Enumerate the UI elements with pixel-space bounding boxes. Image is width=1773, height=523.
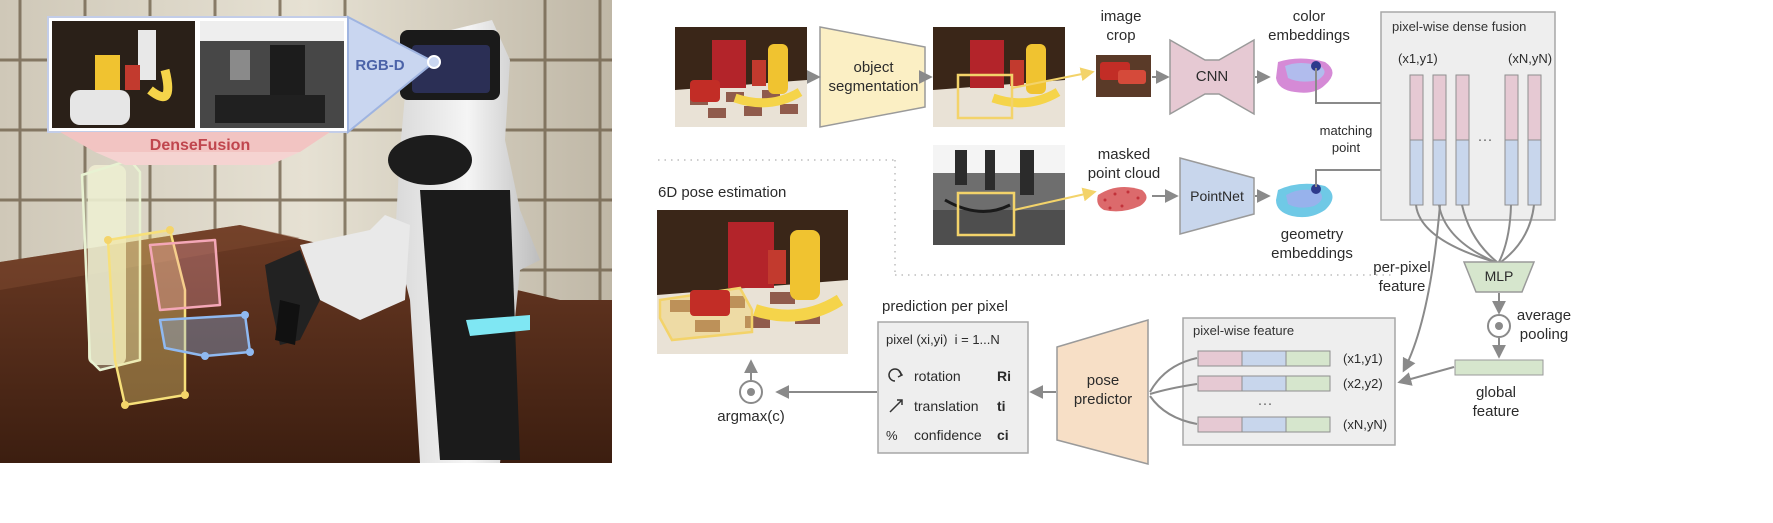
masked-point-cloud <box>1097 186 1147 212</box>
confidence-icon: % <box>886 428 898 443</box>
global-feature-bar <box>1454 359 1544 376</box>
confidence-label: confidence <box>914 427 982 443</box>
color-embedding-blob <box>1276 58 1333 93</box>
geometry-embedding-blob <box>1276 183 1333 218</box>
pose-estimation-title: 6D pose estimation <box>658 184 787 201</box>
pose-predictor-label: pose predictor <box>1073 372 1133 408</box>
pixel-feature-row2-label: (x2,y2) <box>1343 376 1383 391</box>
pixel-feature-rows <box>1197 350 1331 433</box>
pixel-feature-row1-label: (x1,y1) <box>1343 351 1383 366</box>
matching-point-label: matching point <box>1319 123 1373 155</box>
rgbd-label: RGB-D <box>355 57 405 74</box>
pose-predictor-block <box>1056 318 1149 465</box>
fusion-ellipsis: ··· <box>1477 131 1493 148</box>
average-pooling-label: average pooling <box>1516 307 1572 343</box>
segmented-image <box>933 27 1065 127</box>
densefusion-label: DenseFusion <box>149 137 251 154</box>
dense-fusion-title: pixel-wise dense fusion <box>1392 19 1527 34</box>
rotation-symbol: Ri <box>997 368 1011 384</box>
geometry-embeddings-label: geometry embeddings <box>1271 226 1353 262</box>
cnn-block <box>1169 38 1255 116</box>
fusion-last-column-label: (xN,yN) <box>1508 51 1553 66</box>
image-crop-label: image crop <box>1100 8 1142 44</box>
fusion-columns <box>1409 74 1542 206</box>
pose-output-image <box>657 210 848 354</box>
pointnet-block <box>1179 157 1255 235</box>
masked-point-cloud-label: masked point cloud <box>1087 146 1161 182</box>
translation-symbol: ti <box>997 398 1006 414</box>
pixel-feature-ellipsis: ··· <box>1257 395 1273 412</box>
pixel-feature-rowN-label: (xN,yN) <box>1343 417 1388 432</box>
prediction-panel <box>877 321 1029 454</box>
argmax-label: argmax(c) <box>717 408 785 425</box>
input-image <box>675 27 807 127</box>
per-pixel-feature-label: per-pixel feature <box>1373 259 1431 295</box>
pointnet-label: PointNet <box>1190 188 1244 204</box>
robot-photo <box>0 0 612 463</box>
cnn-label: CNN <box>1195 68 1229 85</box>
confidence-symbol: ci <box>997 427 1009 443</box>
object-segmentation-label: object segmentation <box>828 59 919 95</box>
translation-icon <box>889 399 903 413</box>
prediction-panel-title: prediction per pixel <box>882 298 1008 315</box>
rotation-icon <box>888 368 904 382</box>
global-feature-label: global feature <box>1472 384 1520 420</box>
depth-image <box>933 145 1065 245</box>
prediction-panel-header: pixel (xi,yi) i = 1...N <box>886 332 1000 347</box>
mlp-block <box>1462 261 1536 293</box>
color-embeddings-label: color embeddings <box>1268 8 1350 44</box>
fusion-first-column-label: (x1,y1) <box>1398 51 1438 66</box>
image-crop <box>1096 55 1151 97</box>
object-segmentation-block <box>819 26 926 128</box>
translation-label: translation <box>914 398 979 414</box>
pixel-feature-title: pixel-wise feature <box>1193 323 1295 338</box>
rotation-label: rotation <box>914 368 961 384</box>
mlp-label: MLP <box>1484 268 1514 284</box>
